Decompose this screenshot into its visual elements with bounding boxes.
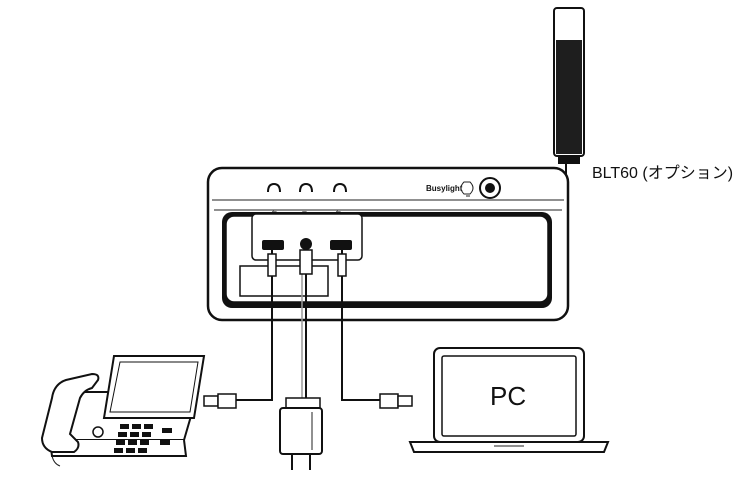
busylight-light: [553, 7, 585, 176]
phone-cable: [236, 250, 277, 401]
power-adapter: [279, 397, 323, 470]
usb-icon: ⇋: [336, 210, 341, 216]
keypad: [92, 424, 172, 453]
busylight-port-label: Busylight: [426, 184, 463, 193]
laptop: [408, 347, 610, 453]
power-dc-icon: ⎓: [302, 210, 307, 216]
power-cable: [299, 249, 313, 398]
bulb-icon: [460, 181, 474, 197]
pc-label: PC: [490, 381, 526, 411]
usb-icon: ⇋: [272, 210, 277, 216]
desk-phone: [40, 355, 206, 467]
busylight-option-label: BLT60 (オプション): [592, 164, 733, 182]
usb-plug-phone: [203, 393, 237, 409]
pc-cable: [337, 250, 380, 401]
usb-hub: ⇋ ⎓ ⇋: [206, 166, 570, 322]
usb-plug-pc: [379, 393, 413, 409]
